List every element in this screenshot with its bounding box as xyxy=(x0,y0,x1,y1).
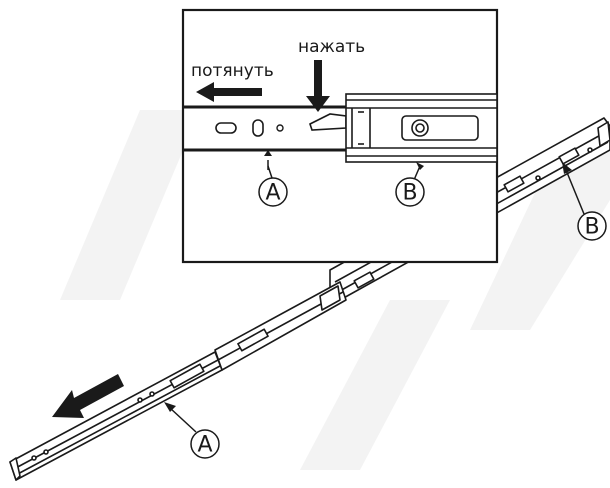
callout-inset-b: B xyxy=(395,162,425,207)
pull-label: потянуть xyxy=(191,61,274,81)
callout-main-a-label: A xyxy=(197,433,212,458)
press-label: нажать xyxy=(298,37,365,57)
callout-inset-a-label: A xyxy=(265,181,280,206)
callout-inset-a: A xyxy=(258,150,288,207)
callout-main-b: B xyxy=(562,162,607,241)
callout-main-a: A xyxy=(164,402,220,459)
detail-inset: потянуть нажать A B xyxy=(181,8,499,264)
main-pull-arrow xyxy=(52,374,124,418)
inset-pull-arrow xyxy=(196,82,262,102)
watermark xyxy=(60,110,610,470)
callout-inset-b-label: B xyxy=(402,181,417,206)
callout-main-b-label: B xyxy=(584,215,599,240)
inset-press-arrow xyxy=(306,60,330,112)
